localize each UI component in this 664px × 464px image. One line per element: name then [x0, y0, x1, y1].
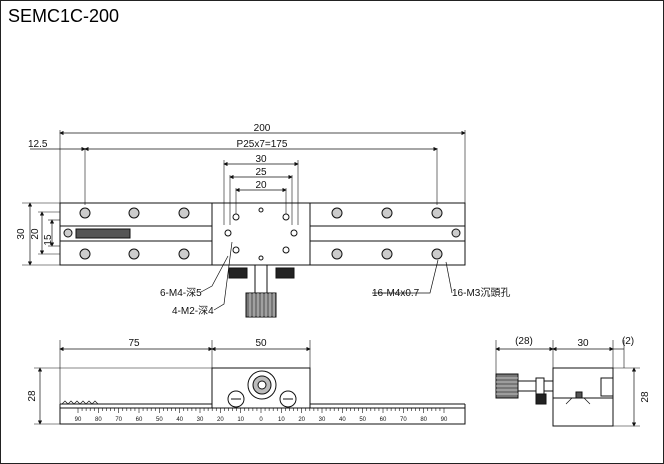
dim-75: 75 [128, 338, 140, 349]
dim-front-28: 28 [27, 390, 38, 402]
scale-labels: 90 80 70 60 50 40 30 20 10 0 10 20 30 40 50 60 70 80 90 [75, 417, 448, 423]
scale-label: 50 [359, 417, 366, 423]
scale-label: 10 [237, 417, 244, 423]
scale-label: 10 [278, 417, 285, 423]
dim-pitch: P25x7=175 [237, 139, 288, 150]
lock-screw-right [275, 267, 295, 279]
side-view-labels: (28) 30 (2) 28 [515, 336, 651, 403]
dim-end: 12.5 [28, 139, 48, 150]
scale-label: 90 [441, 417, 448, 423]
front-view-labels: 75 50 28 [27, 338, 267, 402]
note-m3: 16-M3沉頭孔 [452, 286, 510, 299]
dim-overall: 200 [254, 123, 271, 134]
dim-left-20: 20 [30, 228, 41, 240]
carriage-holes [224, 207, 298, 261]
side-body [552, 367, 614, 427]
scale-ticks [77, 408, 445, 413]
dim-side-30: 30 [577, 338, 589, 349]
scale-label: 70 [400, 417, 407, 423]
note-m4-rail: 16-M4x0.7 [372, 288, 420, 299]
scale-label: 80 [420, 417, 427, 423]
scale-label: 70 [115, 417, 122, 423]
adjust-knob [245, 292, 277, 318]
knob-stem [254, 264, 268, 294]
dim-left-15: 15 [43, 234, 54, 246]
side-knob-end [600, 377, 614, 397]
dim-20: 20 [255, 180, 267, 191]
scale-label: 50 [156, 417, 163, 423]
note-m4-carriage: 6-M4-深5 [160, 287, 202, 299]
dim-30: 30 [255, 154, 267, 165]
note-m2: 4-M2-深4 [172, 305, 214, 317]
front-scale-rail [59, 407, 466, 425]
dim-25: 25 [255, 167, 267, 178]
top-carriage [211, 202, 311, 266]
scale-label: 80 [95, 417, 102, 423]
dim-left-30: 30 [16, 228, 27, 240]
dim-side-28p: (28) [515, 336, 533, 347]
scale-label: 40 [339, 417, 346, 423]
dim-50: 50 [255, 338, 267, 349]
scale-label: 30 [197, 417, 204, 423]
side-view [495, 340, 640, 427]
scale-label: 20 [217, 417, 224, 423]
dim-side-28: 28 [640, 391, 651, 403]
dim-side-2p: (2) [622, 336, 634, 347]
top-view [22, 130, 466, 318]
side-lock-screw [535, 393, 547, 405]
scale-label: 60 [136, 417, 143, 423]
lock-screw-left [228, 267, 248, 279]
scale-label: 40 [176, 417, 183, 423]
scale-label: 90 [75, 417, 82, 423]
rack-gear [75, 228, 131, 239]
rail-holes [63, 207, 461, 260]
scale-label: 20 [298, 417, 305, 423]
front-view [34, 340, 466, 425]
scale-label: 60 [380, 417, 387, 423]
scale-label: 30 [319, 417, 326, 423]
scale-label: 0 [259, 417, 263, 423]
top-view-labels: 200 12.5 P25x7=175 30 25 20 30 20 15 6-M… [16, 123, 510, 317]
drawing-title: SEMC1C-200 [8, 6, 120, 26]
front-rack [61, 400, 99, 405]
